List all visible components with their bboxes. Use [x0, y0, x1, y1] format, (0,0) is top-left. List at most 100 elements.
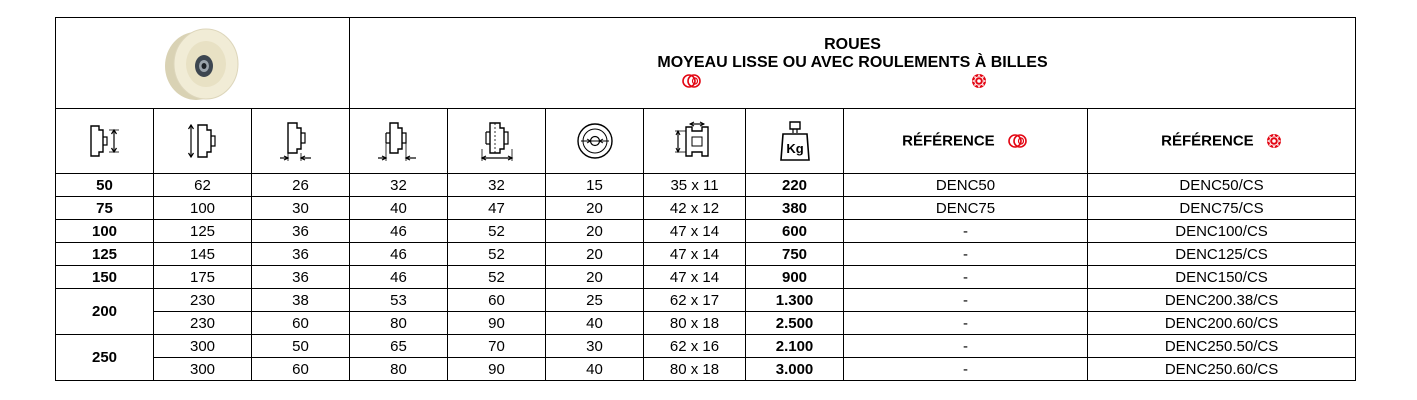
- table-row: 75 100 30 40 47 20 42 x 12 380 DENC75 DE…: [55, 196, 1357, 220]
- cell-hub-length: 46: [349, 242, 449, 266]
- col-wheel-diameter: [55, 108, 154, 174]
- cell-bore: 20: [545, 242, 645, 266]
- cell-total-diameter: 300: [153, 334, 252, 358]
- cell-reference-cs: DENC75/CS: [1087, 196, 1357, 220]
- cell-diameter: 250: [55, 334, 154, 381]
- cell-reference: DENC50: [843, 173, 1089, 197]
- cell-hub-length: 65: [349, 334, 449, 358]
- cell-reference: DENC75: [843, 196, 1089, 220]
- cell-diameter: 50: [55, 173, 154, 197]
- cell-total-diameter: 230: [153, 288, 252, 312]
- cell-bore: 20: [545, 196, 645, 220]
- cell-tread-width: 38: [250, 288, 351, 312]
- title-line-1: ROUES: [824, 36, 881, 53]
- cell-bore: 20: [545, 265, 645, 289]
- cell-total-diameter: 175: [153, 265, 252, 289]
- table-row: 230 60 80 90 40 80 x 18 2.500 - DENC200.…: [56, 311, 1357, 335]
- cell-bearing: 80 x 18: [643, 311, 747, 335]
- cell-bearing: 62 x 16: [643, 334, 747, 358]
- table-row: 200 230 38 53 60 25 62 x 17 1.300 - DENC…: [55, 288, 1357, 335]
- table-row: 300 60 80 90 40 80 x 18 3.000 - DENC250.…: [56, 357, 1357, 381]
- cell-hub-length: 40: [349, 196, 449, 220]
- col-hub-length: [349, 108, 449, 174]
- cell-load: 220: [745, 173, 845, 197]
- hub-length-icon: [377, 122, 416, 161]
- cell-tread-width: 30: [250, 196, 351, 220]
- cell-tread-width: 60: [250, 311, 351, 335]
- cell-reference-cs: DENC250.50/CS: [1087, 334, 1357, 358]
- cell-load: 2.100: [745, 334, 845, 358]
- cell-load: 380: [745, 196, 845, 220]
- cell-reference-cs: DENC150/CS: [1087, 265, 1357, 289]
- title-line-2: MOYEAU LISSE OU AVEC ROULEMENTS À BILLES: [657, 54, 1048, 71]
- col-bore: [545, 108, 645, 174]
- ball-bearing-icon: [972, 74, 987, 88]
- reference-plain-header: RÉFÉRENCE: [902, 132, 995, 150]
- col-flange-width: [447, 108, 547, 174]
- cell-bore: 15: [545, 173, 645, 197]
- table-row: 250 300 50 65 70 30 62 x 16 2.100 - DENC…: [55, 334, 1357, 381]
- cell-tread-width: 36: [250, 242, 351, 266]
- cell-tread-width: 50: [250, 334, 351, 358]
- cell-flange-width: 90: [447, 311, 547, 335]
- cell-load: 2.500: [745, 311, 845, 335]
- col-bearing-dimension: [643, 108, 747, 174]
- flange-width-icon: [480, 122, 513, 161]
- col-load-capacity: Kg: [745, 108, 845, 174]
- cell-bore: 30: [545, 334, 645, 358]
- cell-reference: -: [843, 219, 1089, 243]
- cell-hub-length: 53: [349, 288, 449, 312]
- reference-bearing-header: RÉFÉRENCE: [1161, 132, 1254, 150]
- title-cell: ROUES MOYEAU LISSE OU AVEC ROULEMENTS À …: [349, 17, 1357, 109]
- cell-bearing: 47 x 14: [643, 265, 747, 289]
- cell-total-diameter: 125: [153, 219, 252, 243]
- cell-bearing: 62 x 17: [643, 288, 747, 312]
- cell-reference: -: [843, 265, 1089, 289]
- cell-tread-width: 36: [250, 219, 351, 243]
- cell-hub-length: 46: [349, 219, 449, 243]
- cell-reference-cs: DENC200.38/CS: [1087, 288, 1357, 312]
- cell-tread-width: 36: [250, 265, 351, 289]
- product-image-cell: [54, 17, 351, 109]
- cell-tread-width: 60: [250, 357, 351, 381]
- col-reference-bearing: RÉFÉRENCE: [1087, 108, 1357, 174]
- cell-reference-cs: DENC100/CS: [1087, 219, 1357, 243]
- cell-flange-width: 90: [447, 357, 547, 381]
- cell-flange-width: 70: [447, 334, 547, 358]
- cell-flange-width: 52: [447, 219, 547, 243]
- cell-reference: -: [843, 288, 1089, 312]
- cell-load: 1.300: [745, 288, 845, 312]
- cell-reference-cs: DENC50/CS: [1087, 173, 1357, 197]
- plain-bore-icon: [682, 74, 701, 88]
- cell-load: 3.000: [745, 357, 845, 381]
- weight-icon-label: Kg: [786, 141, 803, 156]
- wheel-diameter-icon: [89, 125, 119, 157]
- spec-sheet: ROUES MOYEAU LISSE OU AVEC ROULEMENTS À …: [54, 17, 1357, 381]
- cell-hub-length: 80: [349, 311, 449, 335]
- cell-bore: 20: [545, 219, 645, 243]
- ball-bearing-icon: [1266, 134, 1281, 149]
- cell-load: 900: [745, 265, 845, 289]
- cell-bearing: 47 x 14: [643, 242, 747, 266]
- cell-reference-cs: DENC125/CS: [1087, 242, 1357, 266]
- nylon-wheel-image: [164, 28, 238, 100]
- cell-reference-cs: DENC250.60/CS: [1087, 357, 1357, 381]
- cell-bearing: 35 x 11: [643, 173, 747, 197]
- load-capacity-weight-icon: Kg: [779, 121, 810, 161]
- cell-flange-width: 32: [447, 173, 547, 197]
- cell-total-diameter: 100: [153, 196, 252, 220]
- wheel-spec-table: ROUES MOYEAU LISSE OU AVEC ROULEMENTS À …: [54, 17, 1357, 381]
- bore-type-icons: [350, 74, 1355, 90]
- cell-diameter: 125: [55, 242, 154, 266]
- cell-load: 750: [745, 242, 845, 266]
- col-tread-width: [250, 108, 351, 174]
- cell-hub-length: 80: [349, 357, 449, 381]
- cell-total-diameter: 145: [153, 242, 252, 266]
- cell-diameter: 150: [55, 265, 154, 289]
- col-reference-plain: RÉFÉRENCE: [843, 108, 1089, 174]
- cell-diameter: 200: [55, 288, 154, 335]
- cell-reference: -: [843, 311, 1089, 335]
- plain-bore-icon: [1008, 134, 1027, 149]
- cell-flange-width: 60: [447, 288, 547, 312]
- cell-flange-width: 47: [447, 196, 547, 220]
